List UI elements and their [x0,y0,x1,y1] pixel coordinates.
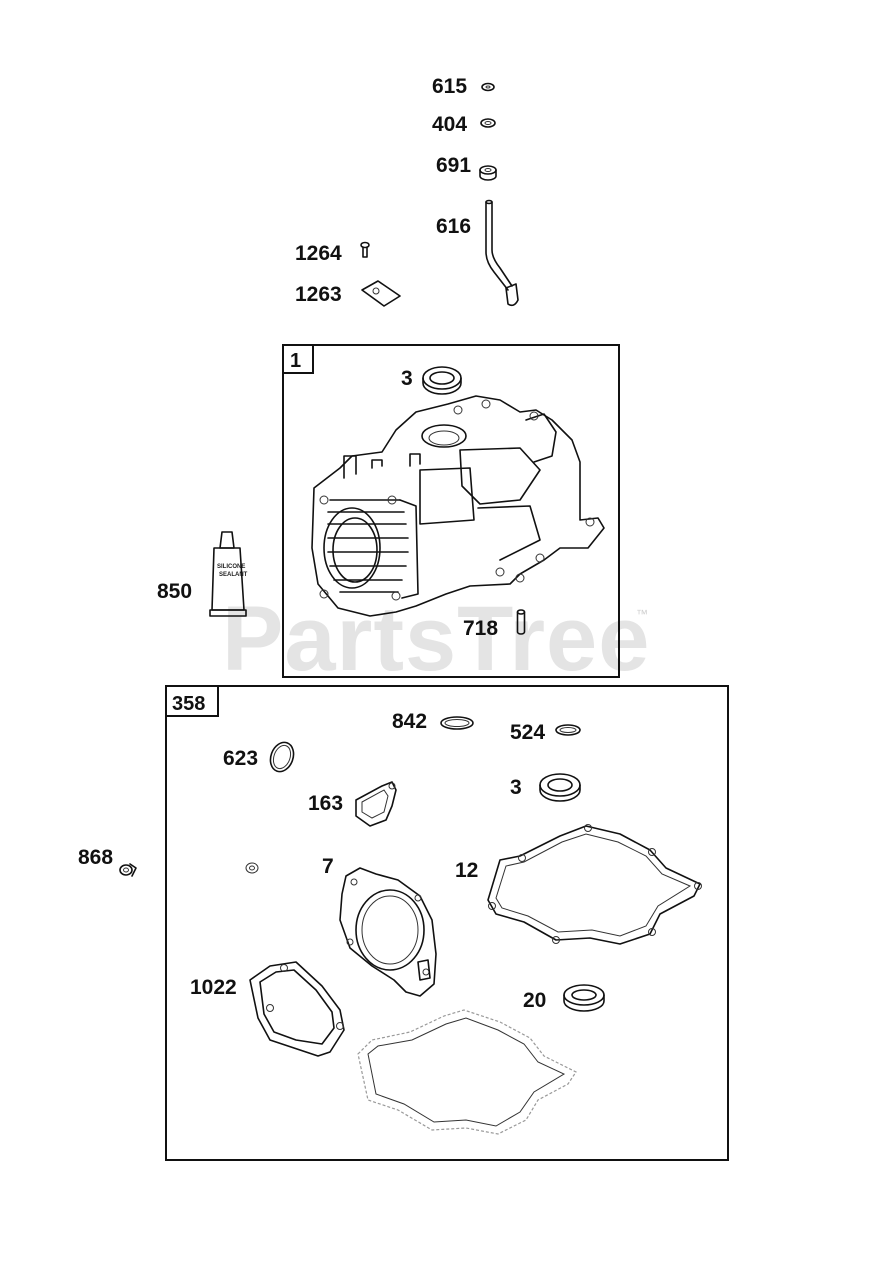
part-616-dipstick-tube[interactable] [485,199,519,307]
part-3-oil-seal[interactable] [422,366,462,395]
part-718-dowel-pin[interactable] [516,609,526,635]
watermark: PartsTree [222,588,650,690]
box-1-tag [282,344,314,374]
callout-842[interactable]: 842 [392,710,427,733]
part-ghost-fitting [245,862,259,874]
part-3-oil-seal-358[interactable] [539,773,581,802]
part-1022-valve-cover-gasket[interactable] [249,961,345,1057]
part-ghost-base-gasket [357,1009,577,1135]
callout-7[interactable]: 7 [322,855,334,878]
part-163-gasket[interactable] [355,781,397,827]
box-358-frame [165,685,729,1161]
sealant-text-line2: SEALANT [219,572,248,578]
part-524-o-ring[interactable] [555,724,581,736]
part-1264-screw[interactable] [360,241,370,258]
part-12-crankcase-gasket[interactable] [487,824,702,945]
callout-3-box358[interactable]: 3 [510,776,522,799]
callout-850[interactable]: 850 [157,580,192,603]
part-850-sealant-tube[interactable]: SILICONE SEALANT [209,531,248,617]
callout-404[interactable]: 404 [432,113,467,136]
box-1-label: 1 [290,350,301,372]
callout-868[interactable]: 868 [78,846,113,869]
callout-1022[interactable]: 1022 [190,976,237,999]
callout-12[interactable]: 12 [455,859,478,882]
callout-1264[interactable]: 1264 [295,242,342,265]
callout-163[interactable]: 163 [308,792,343,815]
box-358-tag [165,685,219,717]
sealant-text-line1: SILICONE [217,564,245,570]
part-404-seal-ring[interactable] [480,118,496,128]
box-358-label: 358 [172,693,205,715]
callout-524[interactable]: 524 [510,721,545,744]
part-615-washer[interactable] [481,82,495,92]
callout-623[interactable]: 623 [223,747,258,770]
box-1-frame [282,344,620,678]
callout-691[interactable]: 691 [436,154,471,177]
part-842-o-ring[interactable] [440,716,474,730]
part-868-fitting[interactable] [119,863,137,877]
callout-616[interactable]: 616 [436,215,471,238]
callout-1263[interactable]: 1263 [295,283,342,306]
part-623-gasket-ring[interactable] [267,739,298,775]
part-1263-bracket[interactable] [361,280,401,307]
callout-718[interactable]: 718 [463,617,498,640]
part-cylinder-block[interactable] [311,395,605,617]
part-20-oil-seal[interactable] [563,984,605,1012]
watermark-trademark: ™ [636,607,648,621]
part-691-grommet[interactable] [479,165,497,181]
callout-20[interactable]: 20 [523,989,546,1012]
part-7-cylinder-head-gasket[interactable] [339,867,437,997]
callout-3-box1[interactable]: 3 [401,367,413,390]
callout-615[interactable]: 615 [432,75,467,98]
